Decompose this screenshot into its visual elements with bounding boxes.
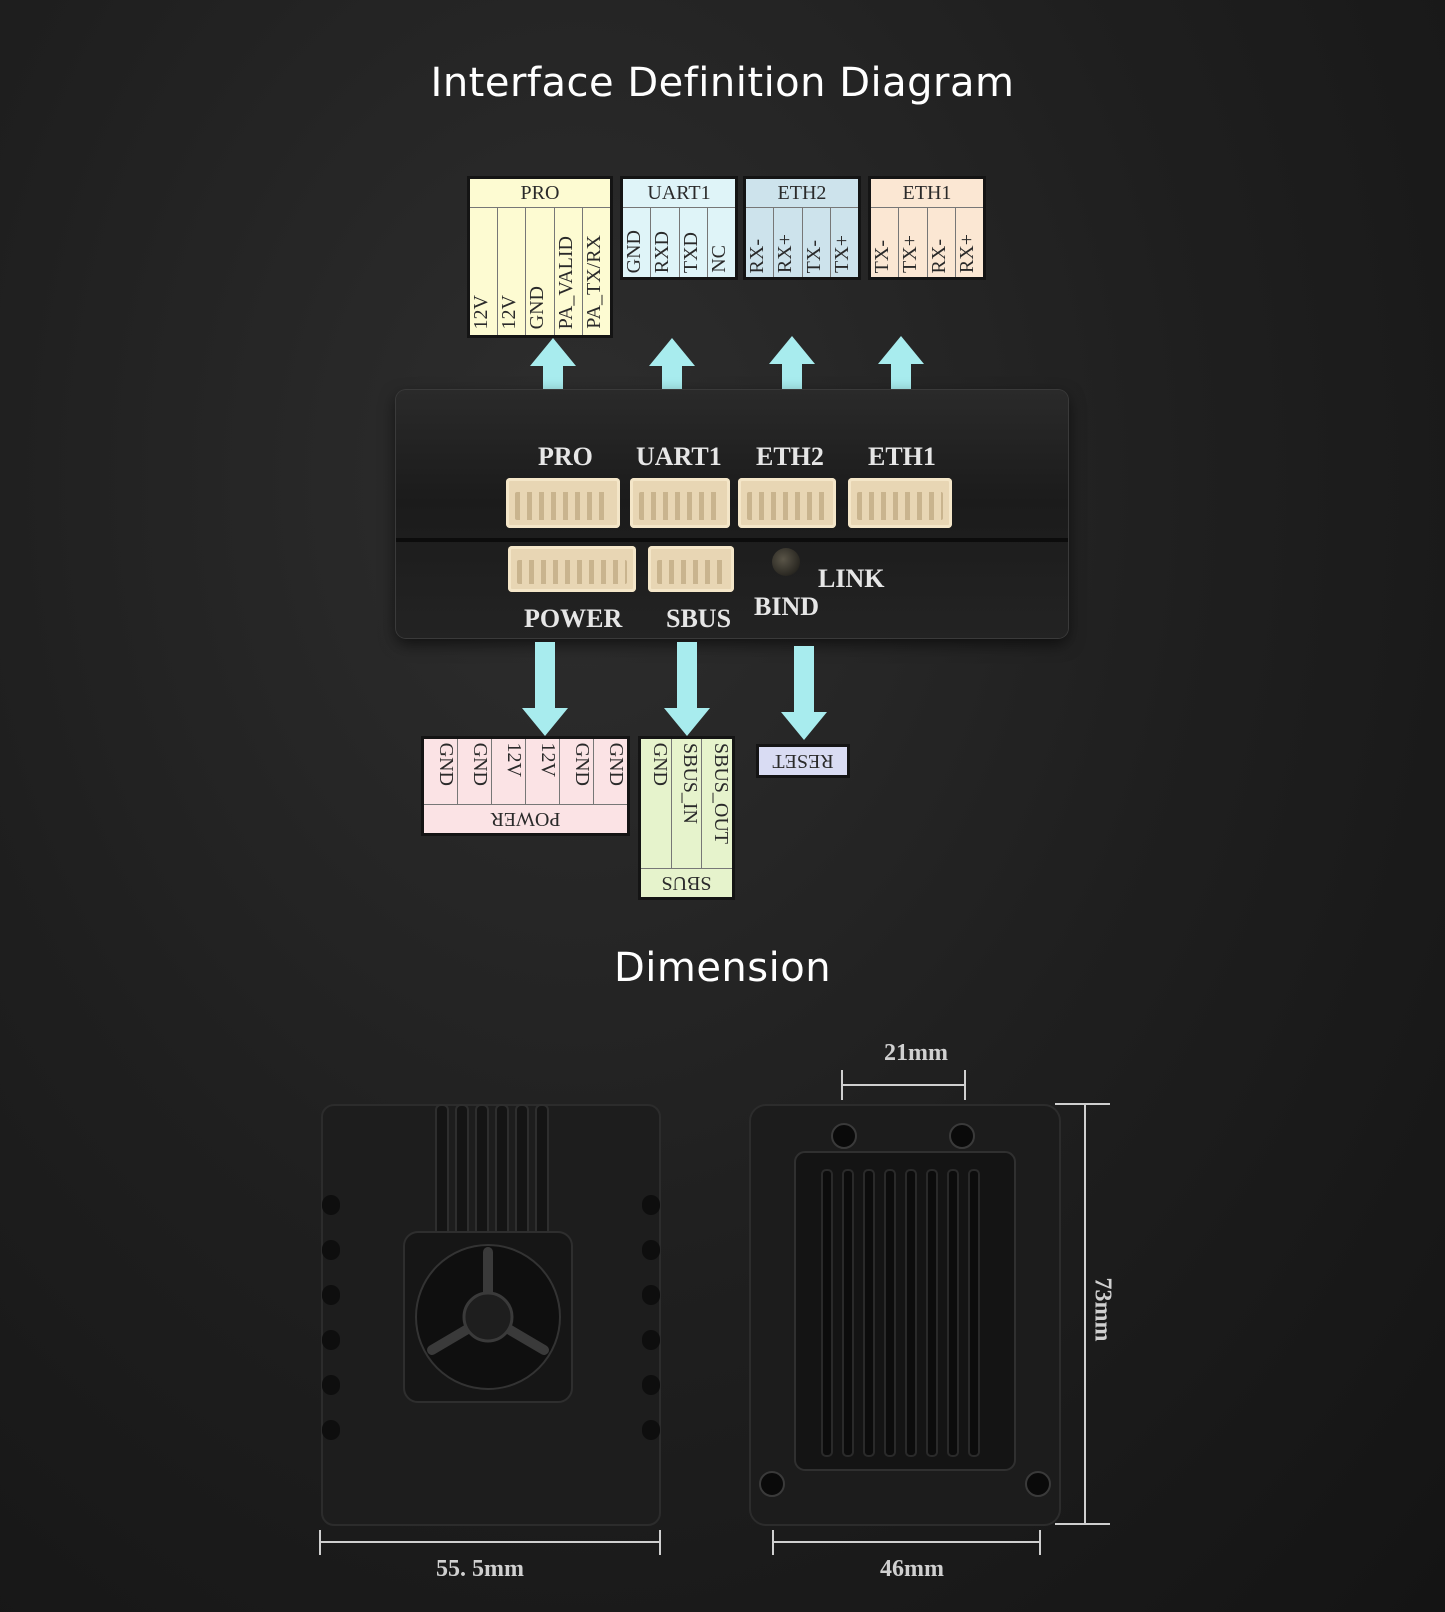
arrow-down-sbus [664,642,710,736]
dim-top-hole: 21mm [884,1040,948,1066]
pin-box-pro: PRO 12V 12V GND PA_VALID PA_TX/RX [467,176,613,338]
dimension-lines [319,1070,1110,1555]
pin-box-header: ETH2 [746,179,858,208]
pin-box-eth1: ETH1 TX- TX+ RX- RX+ [868,176,986,280]
device-label-eth1: ETH1 [868,442,936,471]
pin-list: 12V 12V GND PA_VALID PA_TX/RX [470,208,610,335]
bind-button[interactable] [772,548,800,576]
device-seam [396,538,1068,542]
device-label-power: POWER [524,604,623,633]
dim-width-back: 46mm [880,1556,944,1582]
dim-width-front: 55. 5mm [436,1556,524,1582]
pin-box-header: UART1 [623,179,735,208]
connector-eth1 [848,478,952,528]
connector-pro [506,478,620,528]
device-label-link: LINK [818,564,885,593]
arrow-down-reset [781,646,827,740]
back-view [749,1104,1061,1526]
dim-height: 73mm [1089,1277,1116,1342]
dimension-title: Dimension [613,945,832,991]
connector-uart1 [630,478,730,528]
pin-list: GND RXD TXD NC [623,208,735,277]
pin-box-uart1: UART1 GND RXD TXD NC [620,176,738,280]
connector-sbus [648,546,734,592]
pin-box-eth2: ETH2 RX- RX+ TX- TX+ [743,176,861,280]
pin-box-header: ETH1 [871,179,983,208]
connector-power [508,546,636,592]
interface-title: Interface Definition Diagram [430,60,1015,106]
device-label-uart1: UART1 [636,442,722,471]
front-view [321,1104,661,1526]
connector-eth2 [738,478,836,528]
arrow-up-eth1 [878,336,924,434]
pin-box-header: PRO [470,179,610,208]
device-label-eth2: ETH2 [756,442,824,471]
device-label-bind: BIND [754,592,820,621]
arrow-up-eth2 [769,336,815,434]
device-label-pro: PRO [538,442,593,471]
arrow-up-pro [530,338,576,436]
device-label-sbus: SBUS [666,604,732,633]
arrow-down-power [522,642,568,736]
pin-list: TX- TX+ RX- RX+ [871,208,983,277]
arrow-up-uart1 [649,338,695,436]
pin-list: RX- RX+ TX- TX+ [746,208,858,277]
